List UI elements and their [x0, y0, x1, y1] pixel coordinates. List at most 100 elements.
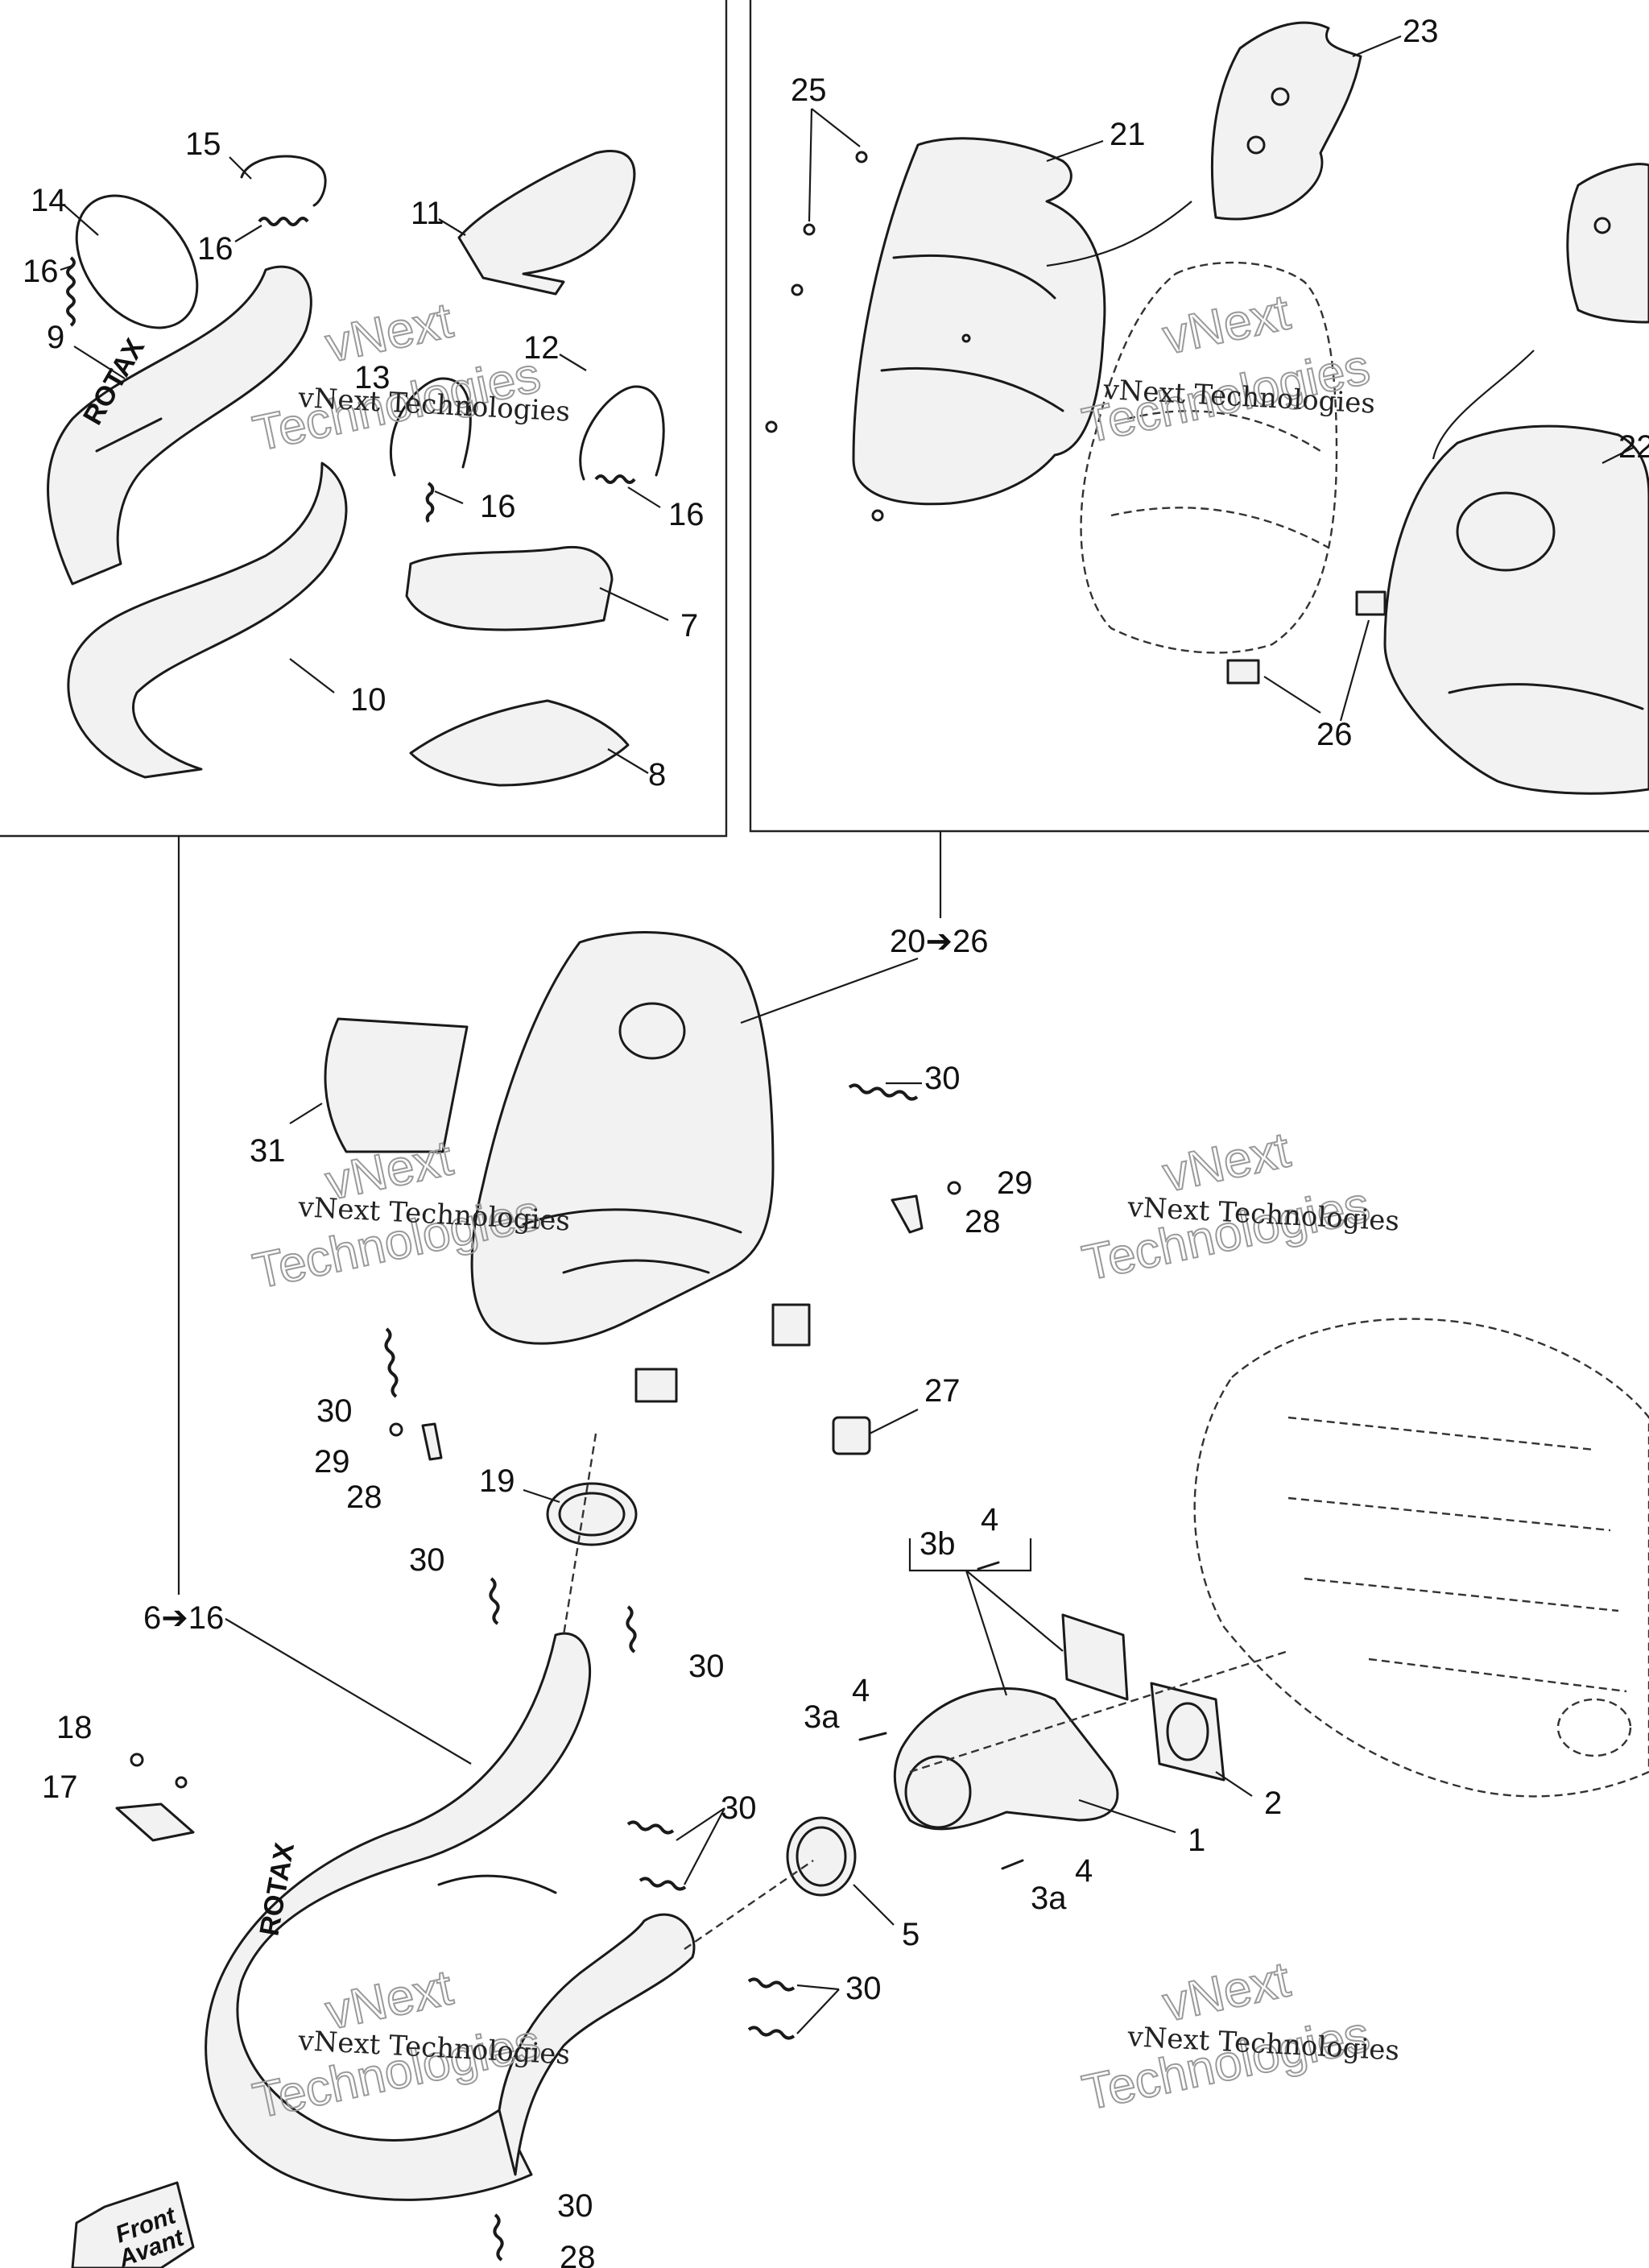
exhaust-manifold-1: [893, 1687, 1119, 1831]
nut-29a: [947, 1181, 961, 1195]
muffler-outline-dashed: [1080, 261, 1338, 654]
callout-4b: 4: [852, 1673, 870, 1708]
callout-13: 13: [354, 360, 391, 395]
callout-6-16: 6➔16: [143, 1600, 224, 1636]
leader-16b: [234, 225, 262, 242]
inset-frame-left: [0, 0, 728, 838]
spring-16a: [66, 256, 76, 327]
arrow-to-22: [1432, 350, 1535, 460]
leader-30-pair-lower: [796, 1984, 840, 2034]
gasket-upper: [1061, 1613, 1129, 1701]
spring-16c: [425, 482, 435, 523]
bracket-17: [115, 1802, 195, 1842]
callout-26: 26: [1316, 717, 1353, 752]
svg-text:vNext: vNext: [1159, 1122, 1295, 1202]
spring-30g: [493, 2213, 504, 2262]
leader-19: [523, 1488, 560, 1504]
callout-12: 12: [523, 330, 560, 366]
bolts-3a-3b: [858, 1561, 1024, 1870]
heat-shield-7: [405, 545, 614, 631]
watermark-6: vNext Technologies vNext Technologies: [1077, 1951, 1400, 2121]
leader-21: [1046, 139, 1104, 163]
callout-30a: 30: [924, 1061, 961, 1096]
callout-16a: 16: [23, 254, 59, 289]
leader-12: [559, 354, 587, 371]
callout-16b: 16: [197, 231, 234, 267]
callout-29a: 29: [997, 1165, 1033, 1201]
callout-31: 31: [250, 1133, 286, 1169]
callout-19: 19: [479, 1463, 515, 1499]
gasket-2: [1150, 1682, 1225, 1782]
clamp-ring-14: [75, 194, 199, 329]
leader-1: [1078, 1798, 1176, 1834]
callout-15: 15: [185, 126, 221, 162]
svg-text:vNext: vNext: [1159, 1951, 1295, 2032]
clamp-ring-13: [389, 377, 472, 477]
callout-17: 17: [42, 1769, 78, 1805]
leader-27: [869, 1409, 919, 1434]
callout-22: 22: [1618, 429, 1649, 465]
clip-28a: [891, 1194, 924, 1234]
heat-shield-23b: [1566, 163, 1649, 324]
callout-11: 11: [411, 196, 444, 231]
callout-29b: 29: [314, 1444, 350, 1480]
leader-30-pair-main: [676, 1807, 725, 1885]
callout-4a: 4: [981, 1502, 998, 1538]
centerline-main-1: [909, 1649, 1289, 1773]
clamp-ring-15: [240, 155, 327, 207]
callout-16d: 16: [668, 497, 705, 532]
front-direction-arrow: Front Avant: [71, 2181, 195, 2268]
callout-5: 5: [902, 1917, 920, 1952]
arrow-to-21: [1046, 201, 1192, 267]
callout-30e: 30: [721, 1790, 757, 1826]
screw-18b: [175, 1776, 188, 1789]
leader-26: [1263, 619, 1370, 722]
clamp-ring-12: [579, 385, 665, 481]
leader-8: [607, 748, 649, 774]
leader-2: [1215, 1771, 1253, 1797]
callout-3a-b: 3a: [1031, 1881, 1067, 1916]
heat-shield-11: [457, 150, 636, 296]
leader-5: [853, 1884, 895, 1926]
callout-18: 18: [56, 1710, 93, 1745]
callout-21: 21: [1110, 117, 1146, 152]
leader-6-16: [225, 1618, 472, 1765]
spring-30c: [489, 1577, 500, 1625]
block-26a: [1355, 590, 1387, 616]
clip-28b: [421, 1422, 443, 1461]
seal-5: [786, 1816, 857, 1897]
callout-28b: 28: [346, 1480, 382, 1515]
callout-14: 14: [31, 183, 67, 218]
callout-20-26: 20➔26: [890, 924, 989, 959]
svg-text:Technologies: Technologies: [1078, 1177, 1374, 1292]
leader-9: [73, 346, 126, 379]
leader-3b-group: [908, 1538, 1064, 1696]
leader-15: [229, 156, 252, 180]
callout-30d: 30: [688, 1649, 725, 1684]
muffler-cover-22: [1383, 424, 1649, 795]
callout-2: 2: [1264, 1786, 1282, 1821]
sensor-27: [832, 1416, 871, 1455]
callout-30f: 30: [845, 1971, 882, 2006]
leader-11: [438, 218, 466, 236]
callout-4c: 4: [1075, 1853, 1093, 1889]
callout-7: 7: [680, 608, 698, 644]
leader-10: [289, 658, 335, 693]
leader-16d: [627, 486, 661, 508]
leader-23: [1352, 35, 1402, 58]
watermark-4: vNext Technologies vNext Technologies: [1077, 1121, 1400, 1292]
heat-shield-23: [1210, 21, 1362, 221]
callout-28a: 28: [965, 1204, 1001, 1240]
callout-10: 10: [350, 682, 386, 718]
spring-30a: [848, 1083, 919, 1101]
callout-3a-a: 3a: [804, 1699, 840, 1735]
centerline-main-2: [684, 1860, 814, 1950]
spring-16d: [594, 474, 636, 484]
leader-22: [1601, 446, 1635, 464]
svg-text:vNext: vNext: [1159, 284, 1295, 365]
screw-18a: [130, 1753, 144, 1767]
callout-9: 9: [47, 320, 64, 355]
spring-16b: [258, 217, 309, 226]
inset-frame-right: [749, 0, 1649, 833]
